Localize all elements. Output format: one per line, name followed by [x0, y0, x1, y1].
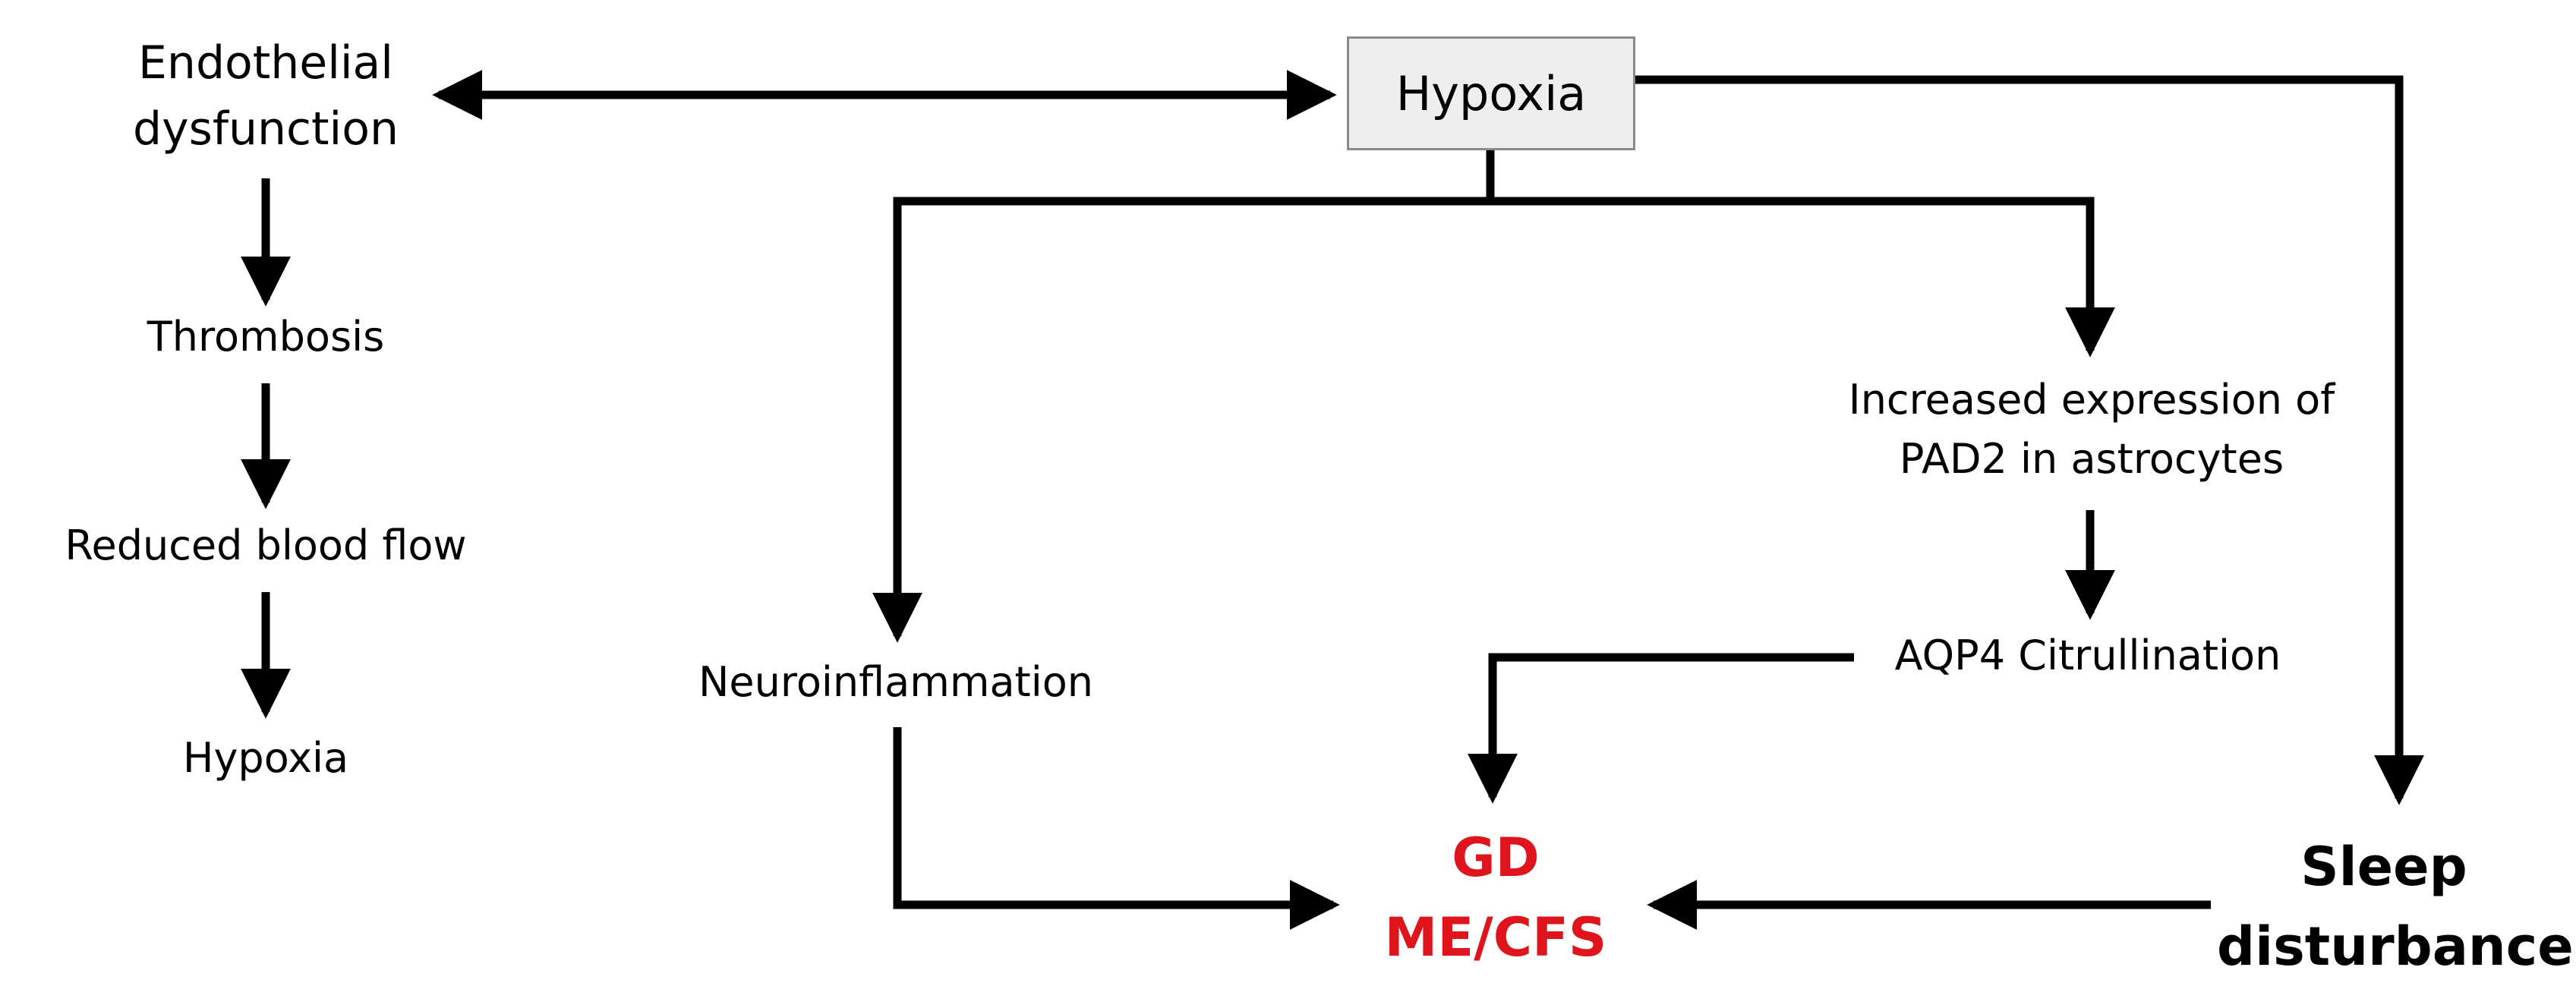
endothelial-line-2: dysfunction: [133, 102, 399, 156]
arrow-neuroinflammation-gd: [893, 727, 1340, 930]
sleep-line-1: Sleep: [2300, 836, 2467, 898]
arrow-hypoxia-pad2: [1490, 197, 2115, 358]
hypoxia-left-label: Hypoxia: [182, 734, 349, 782]
mecfs-label: ME/CFS: [1384, 906, 1607, 969]
gd-mecfs-outcome: GD ME/CFS: [1291, 818, 1701, 978]
gd-label: GD: [1452, 827, 1540, 889]
pad2-line-2: PAD2 in astrocytes: [1899, 435, 2284, 484]
endothelial-dysfunction-label: Endothelial dysfunction: [99, 30, 433, 162]
reduced-blood-flow-label: Reduced blood flow: [65, 521, 467, 569]
arrow-hypoxia-sleep: [1635, 75, 2424, 805]
sleep-line-2: disturbance: [2217, 915, 2574, 978]
hypoxia-box: Hypoxia: [1347, 36, 1635, 150]
endothelial-line-1: Endothelial: [138, 36, 393, 90]
arrow-hypoxia-neuroinflammation: [872, 150, 1495, 643]
pad2-line-1: Increased expression of: [1848, 376, 2335, 424]
sleep-disturbance-label: Sleep disturbance: [2217, 827, 2574, 987]
aqp4-citrullination-label: AQP4 Citrullination: [1894, 632, 2281, 679]
neuroinflammation-label: Neuroinflammation: [698, 658, 1093, 706]
hypoxia-box-label: Hypoxia: [1395, 65, 1587, 121]
arrow-aqp4-gd: [1468, 653, 1854, 804]
thrombosis-label: Thrombosis: [147, 313, 385, 361]
pad2-expression-label: Increased expression of PAD2 in astrocyt…: [1807, 370, 2376, 490]
